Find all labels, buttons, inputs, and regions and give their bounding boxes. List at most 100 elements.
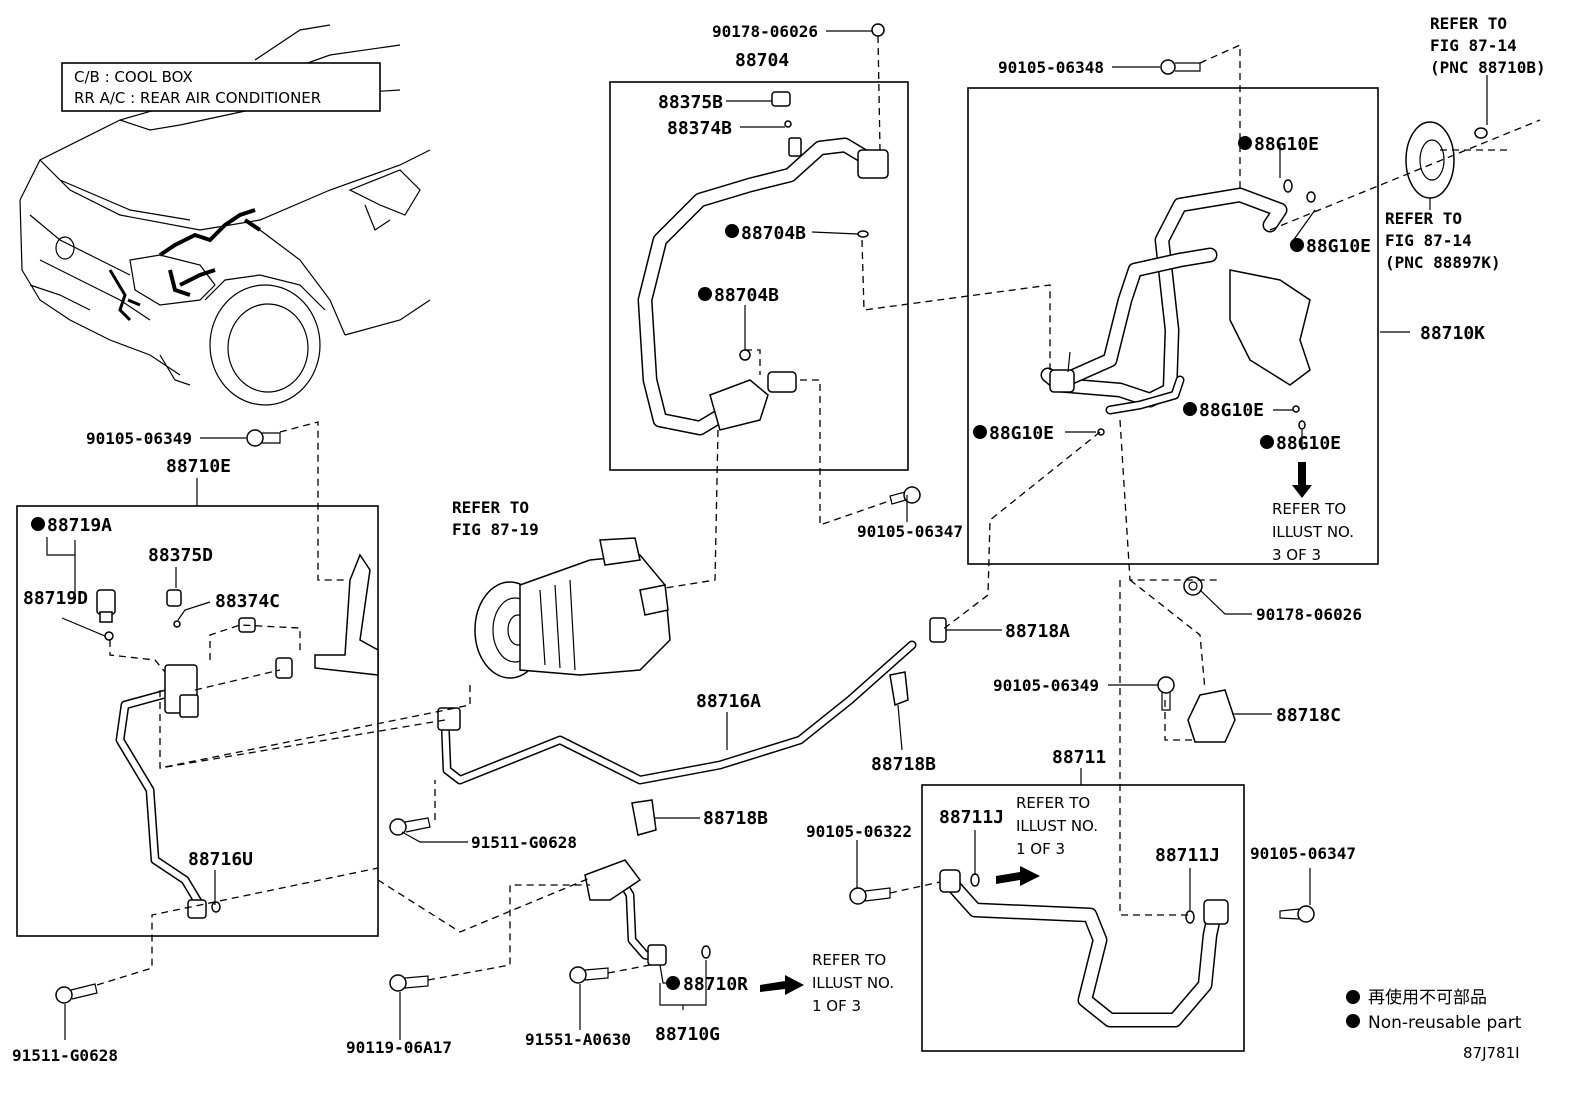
- pipe-88716A-drawing: [437, 617, 1236, 836]
- legend-english: Non-reusable part: [1368, 1013, 1522, 1033]
- label-91511-G0628-a: 91511-G0628: [471, 833, 577, 852]
- bolt-90105-06349-b: [1157, 676, 1175, 711]
- label-90178-06026-top: 90178-06026: [712, 22, 818, 41]
- bolt-90119-06A17: [389, 974, 429, 992]
- label-88G10E-5: 88G10E: [1276, 433, 1341, 454]
- label-90105-06347-b: 90105-06347: [1250, 844, 1356, 863]
- label-90119-06A17: 90119-06A17: [346, 1038, 452, 1057]
- bolt-90105-06347-a: [889, 486, 921, 505]
- label-90178-06026-b: 90178-06026: [1256, 605, 1362, 624]
- reference-notes: REFER TO FIG 87-14 (PNC 88710B) REFER TO…: [452, 14, 1546, 1015]
- nonreusable-dot-icon: [698, 287, 712, 301]
- bolts: [55, 59, 1315, 1004]
- label-88374C: 88374C: [215, 591, 280, 612]
- nonreusable-dot-icon: [973, 425, 987, 439]
- vehicle-illustration: [19, 24, 431, 406]
- label-88G10E-4: 88G10E: [989, 423, 1054, 444]
- ref-fig87-14-b-line3: (PNC 88897K): [1385, 253, 1501, 272]
- abbrev-coolbox: C/B : COOL BOX: [74, 68, 193, 86]
- hose-88704-drawing: [637, 23, 889, 436]
- arrow-down-icon: [1292, 462, 1312, 498]
- figure-id: 87J781I: [1463, 1044, 1520, 1062]
- ref-illust-1of3-b-line1: REFER TO: [812, 951, 886, 969]
- label-88375B: 88375B: [658, 92, 723, 113]
- nonreusable-dot-icon: [1260, 435, 1274, 449]
- abbrev-rear-ac: RR A/C : REAR AIR CONDITIONER: [74, 89, 321, 107]
- leader-lines: [46, 30, 1488, 1040]
- group-box-88704: [609, 81, 909, 471]
- bolt-90178-06026-b: [1183, 576, 1203, 596]
- legend: 再使用不可部品 Non-reusable part 87J781I: [1346, 987, 1522, 1062]
- connection-lines: [96, 35, 1241, 986]
- label-88718C: 88718C: [1276, 705, 1341, 726]
- ref-illust-1of3-a-line3: 1 OF 3: [1016, 840, 1065, 858]
- label-88719A: 88719A: [47, 515, 112, 536]
- ref-fig87-14-a-line1: REFER TO: [1430, 14, 1507, 33]
- hose-88711-drawing: [939, 869, 1229, 1028]
- label-88718B-2: 88718B: [703, 808, 768, 829]
- label-90105-06348: 90105-06348: [998, 58, 1104, 77]
- arrows: [760, 462, 1312, 995]
- ref-fig87-14-a-line2: FIG 87-14: [1430, 36, 1517, 55]
- label-88711J-2: 88711J: [1155, 845, 1220, 866]
- label-90105-06347-a: 90105-06347: [857, 522, 963, 541]
- bolt-90105-06322: [849, 887, 891, 905]
- label-88710R: 88710R: [683, 974, 748, 995]
- label-88711: 88711: [1052, 747, 1106, 768]
- ref-illust-1of3-b-line2: ILLUST NO.: [812, 974, 894, 992]
- label-88704B-2: 88704B: [714, 285, 779, 306]
- label-88710E: 88710E: [166, 456, 231, 477]
- legend-dot-icon: [1346, 1014, 1360, 1028]
- non-reusable-markers: [31, 136, 1304, 990]
- ref-illust-1of3-b-line3: 1 OF 3: [812, 997, 861, 1015]
- label-88719D: 88719D: [23, 588, 88, 609]
- label-88G10E-3: 88G10E: [1199, 400, 1264, 421]
- label-88G10E-2: 88G10E: [1306, 236, 1371, 257]
- nonreusable-dot-icon: [1183, 402, 1197, 416]
- ref-illust-1of3-a-line2: ILLUST NO.: [1016, 817, 1098, 835]
- label-91551-A0630: 91551-A0630: [525, 1030, 631, 1049]
- pipe-88710G-drawing: [584, 859, 711, 966]
- ref-illust-3of3-line2: ILLUST NO.: [1272, 523, 1354, 541]
- ref-fig87-19-line2: FIG 87-19: [452, 520, 539, 539]
- label-90105-06349-b: 90105-06349: [993, 676, 1099, 695]
- part-labels: 90178-06026 88704 88375B 88374B 88704B 8…: [12, 22, 1485, 1065]
- bolt-90105-06348: [1160, 59, 1201, 75]
- group-box-88710K: [967, 87, 1379, 565]
- ref-illust-1of3-a-line1: REFER TO: [1016, 794, 1090, 812]
- nonreusable-dot-icon: [666, 976, 680, 990]
- bolt-91511-G0628-a: [389, 817, 431, 836]
- nonreusable-dot-icon: [1290, 238, 1304, 252]
- label-88711J-1: 88711J: [939, 807, 1004, 828]
- assembly-88710E-drawing: [96, 553, 379, 919]
- ref-fig87-19-line1: REFER TO: [452, 498, 529, 517]
- arrow-right-icon: [996, 866, 1040, 886]
- bolt-91511-G0628-b: [55, 983, 98, 1004]
- ref-illust-3of3-line3: 3 OF 3: [1272, 546, 1321, 564]
- label-88G10E-1: 88G10E: [1254, 134, 1319, 155]
- ref-fig87-14-b-line2: FIG 87-14: [1385, 231, 1472, 250]
- label-90105-06322: 90105-06322: [806, 822, 912, 841]
- label-91511-G0628-b: 91511-G0628: [12, 1046, 118, 1065]
- ref-illust-3of3-line1: REFER TO: [1272, 500, 1346, 518]
- label-88716U: 88716U: [188, 849, 253, 870]
- nonreusable-dot-icon: [31, 517, 45, 531]
- bolt-90105-06349-a: [246, 429, 281, 447]
- label-88375D: 88375D: [148, 545, 213, 566]
- ref-fig87-14-a-line3: (PNC 88710B): [1430, 58, 1546, 77]
- legend-dot-icon: [1346, 990, 1360, 1004]
- label-88374B: 88374B: [667, 118, 732, 139]
- ref-fig87-14-b-line1: REFER TO: [1385, 209, 1462, 228]
- label-88718B-1: 88718B: [871, 754, 936, 775]
- label-90105-06349-a: 90105-06349: [86, 429, 192, 448]
- compressor-drawing: [474, 537, 671, 679]
- legend-japanese: 再使用不可部品: [1368, 987, 1487, 1008]
- label-88704: 88704: [735, 50, 789, 71]
- arrow-right-icon: [760, 975, 804, 995]
- label-88710K: 88710K: [1420, 323, 1485, 344]
- group-box-88710E: [16, 505, 379, 937]
- label-88718A: 88718A: [1005, 621, 1070, 642]
- nonreusable-dot-icon: [725, 224, 739, 238]
- bolt-91551-A0630: [569, 966, 609, 984]
